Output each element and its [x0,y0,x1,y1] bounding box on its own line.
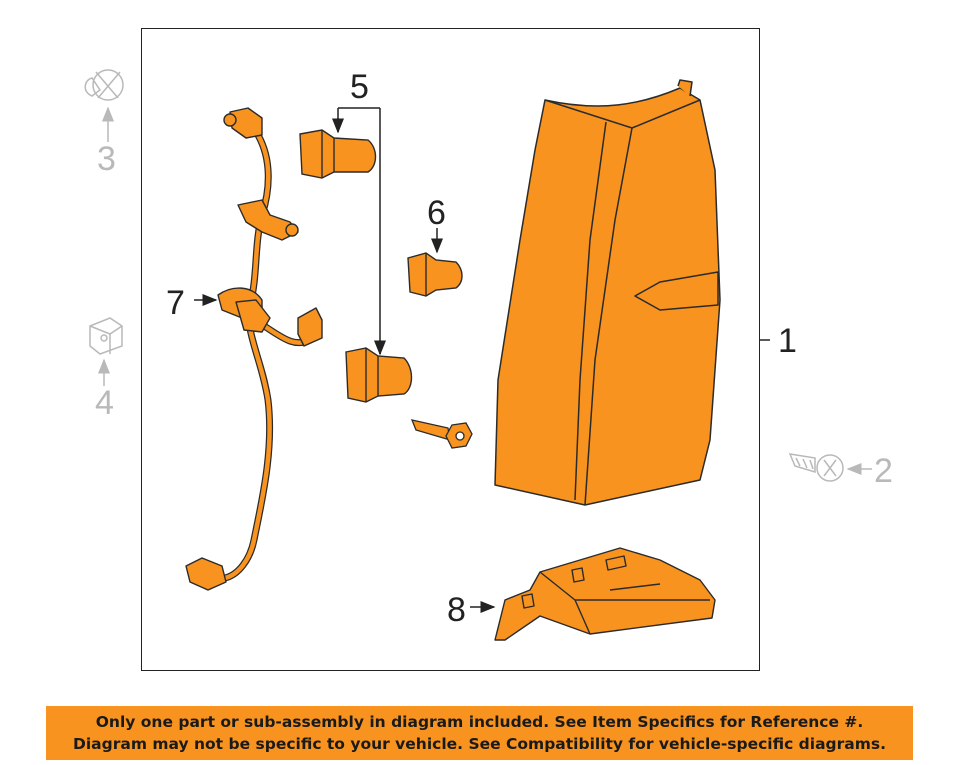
mounting-screw [410,419,473,449]
lamp-bracket [494,547,716,641]
notice-line-1: Only one part or sub-assembly in diagram… [95,713,864,731]
notice-line-2: Diagram may not be specific to your vehi… [72,735,887,753]
diagram-frame [141,28,760,671]
bulb-small [407,252,463,297]
notice-banner: Only one part or sub-assembly in diagram… [46,706,913,760]
bulb-upper [299,129,377,179]
callout-1: 1 [778,322,797,360]
callout-3: 3 [97,140,116,178]
parts-diagram: 1 2 3 4 5 6 7 8 [84,68,893,641]
tail-lamp-assembly [494,79,721,506]
callout-2: 2 [874,452,893,490]
callout-4: 4 [95,384,114,422]
ghost-screw [788,453,844,482]
leader-lines [98,106,872,613]
ghost-push-pin [84,69,124,101]
callout-8: 8 [447,591,466,629]
bulb-lower [345,347,413,403]
ghost-clip-nut [89,317,123,355]
callout-5: 5 [350,68,369,106]
callout-6: 6 [427,194,446,232]
callout-7: 7 [166,284,185,322]
wiring-harness [185,107,323,591]
